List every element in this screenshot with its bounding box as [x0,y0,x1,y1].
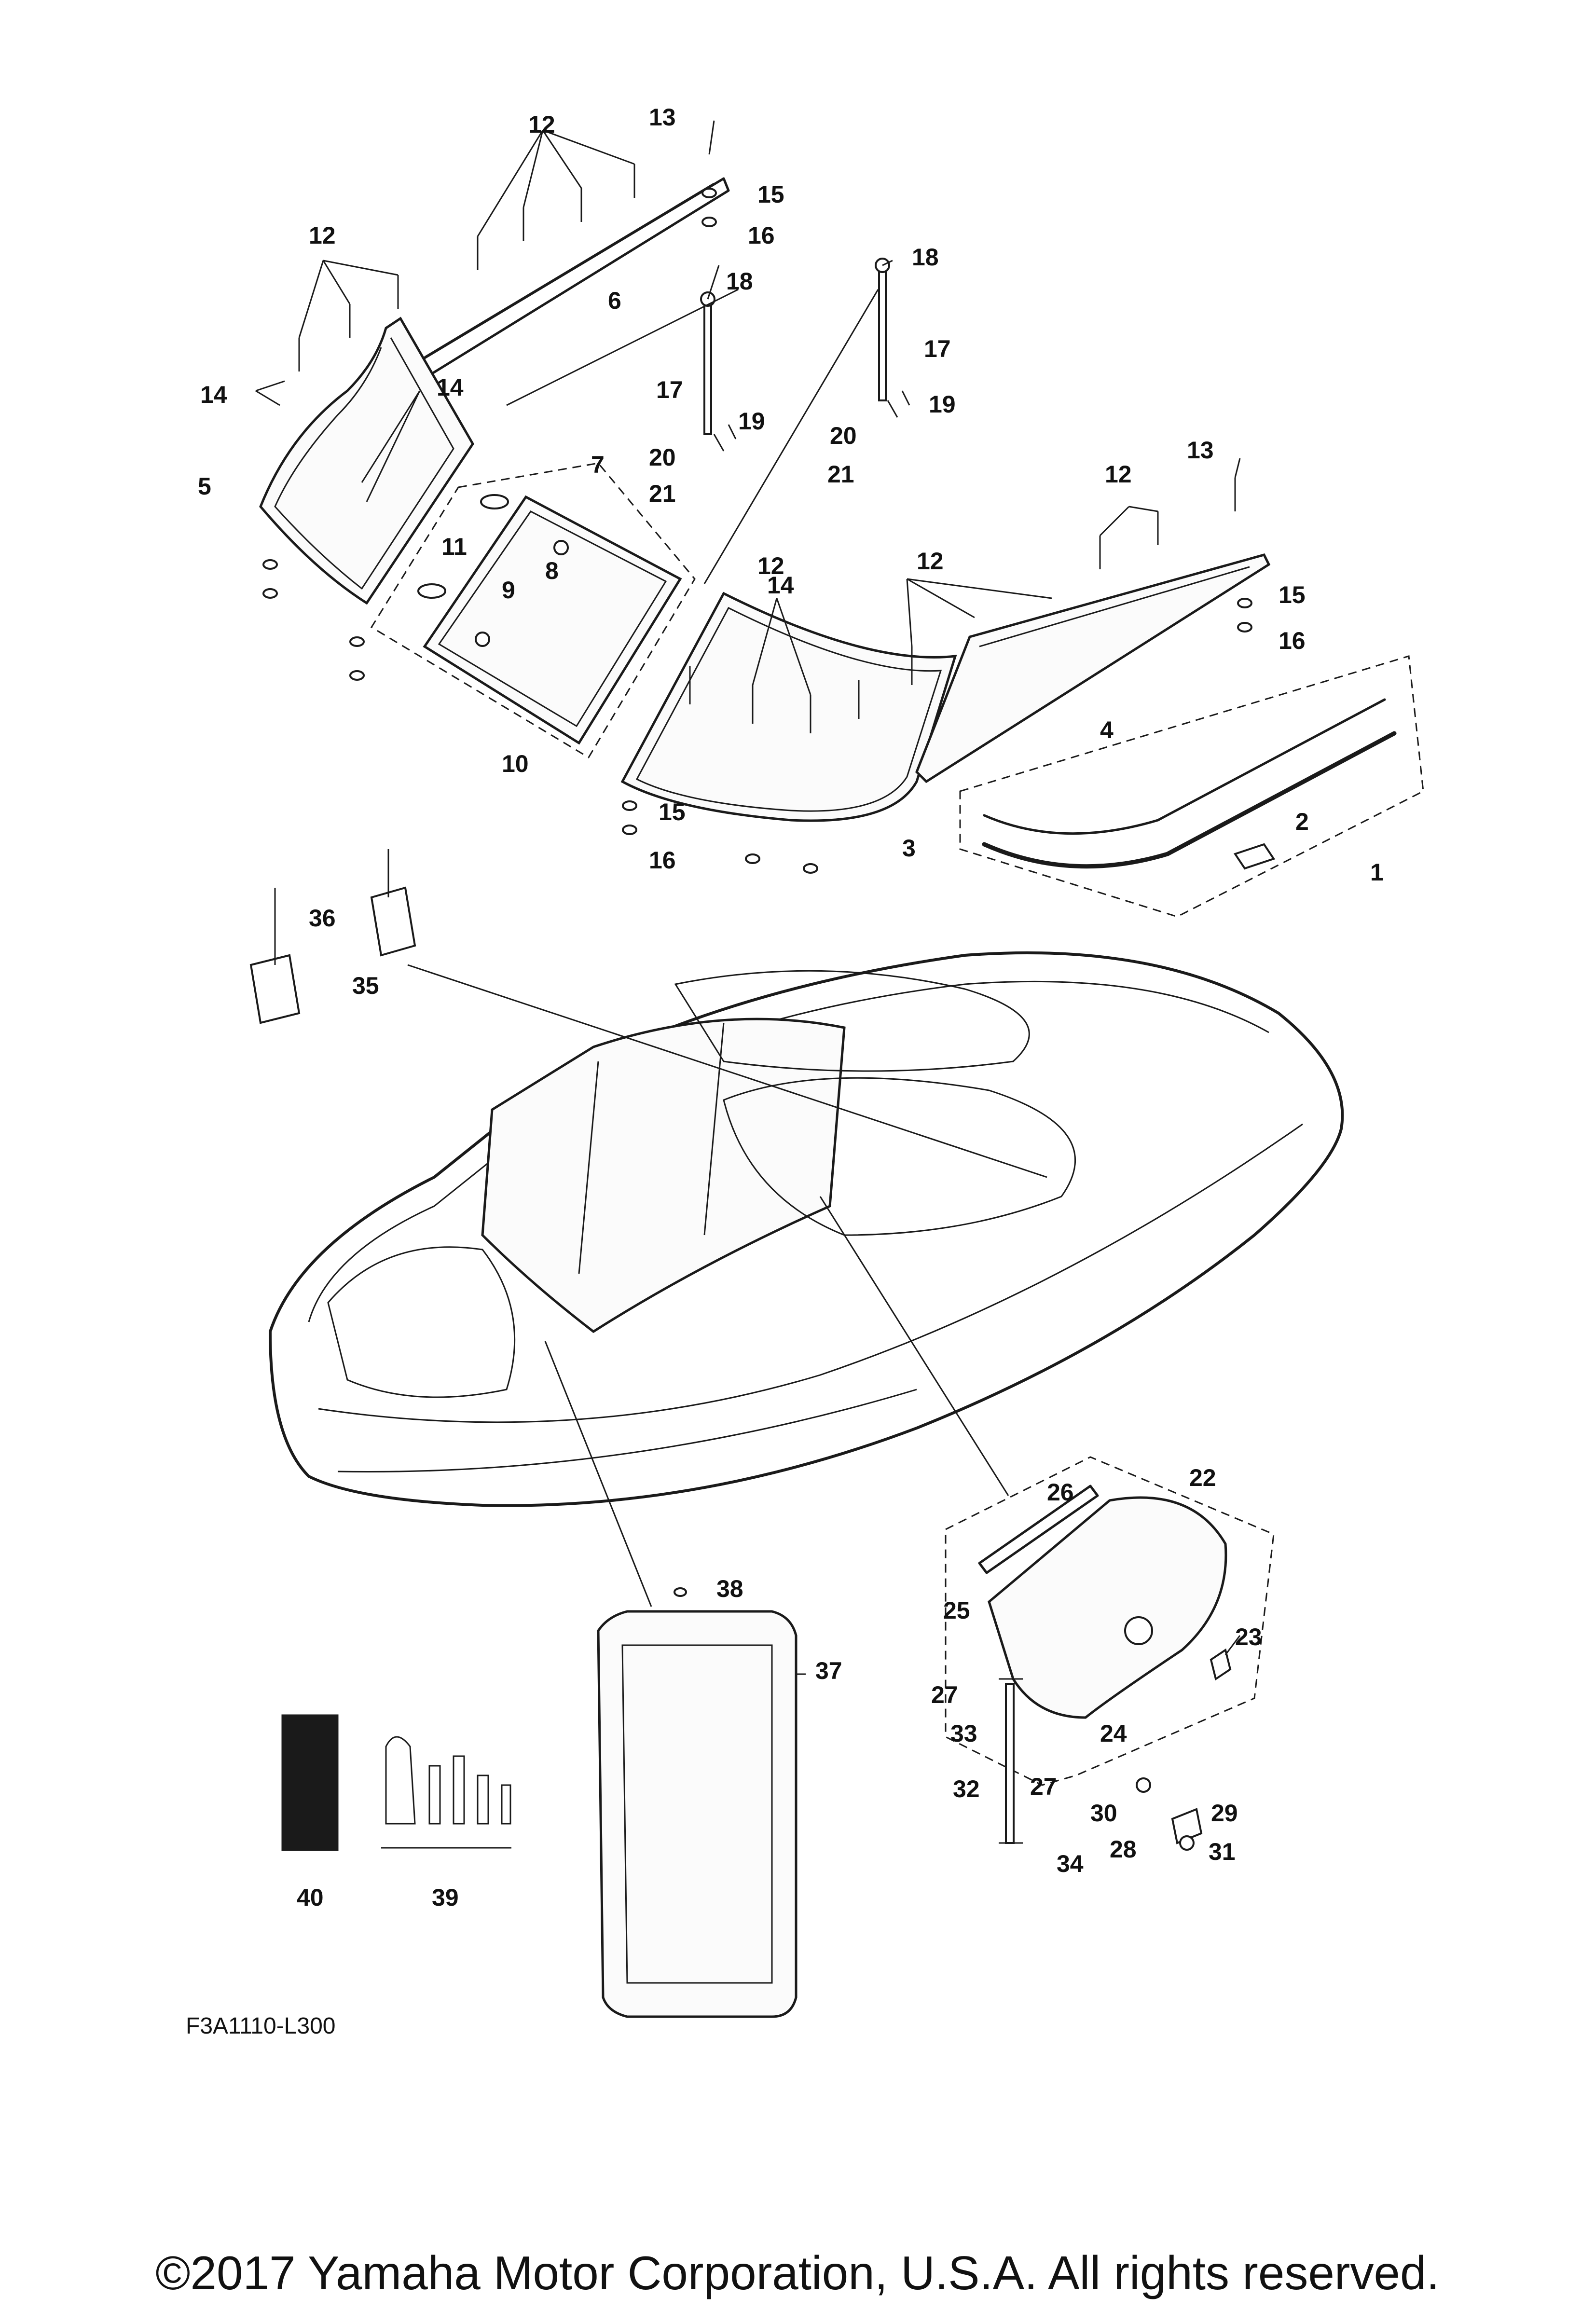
callout-23: 23 [1235,1623,1262,1650]
center-windshield-panel [620,591,957,822]
callout-9: 9 [502,577,515,604]
callout-5: 5 [198,473,211,500]
callout-20: 20 [649,444,676,471]
callout-3: 3 [902,835,916,862]
callout-26: 26 [1047,1479,1074,1506]
callout-28: 28 [1110,1836,1137,1863]
callout-6: 6 [608,287,621,314]
callout-16: 16 [649,847,676,874]
callout-21: 21 [649,480,676,507]
owners-manual-part [281,1714,339,1851]
opening-window-assembly [370,462,696,759]
callout-12: 12 [917,548,944,575]
left-windshield-panel [259,316,474,605]
callout-12: 12 [528,111,555,138]
callout-29: 29 [1211,1800,1238,1827]
callouts: 12 13 15 16 12 6 18 18 17 17 14 14 19 19… [198,104,1384,1911]
callout-39: 39 [432,1884,459,1911]
callout-7: 7 [591,451,605,478]
callout-15: 15 [659,798,686,825]
support-strut-right [875,258,910,418]
tool-kit [381,1736,511,1849]
callout-14: 14 [200,381,227,408]
callout-8: 8 [545,557,559,584]
callout-19: 19 [738,408,765,435]
right-windshield-panel [915,553,1271,784]
fastener-set [262,164,1252,874]
callout-34: 34 [1057,1850,1084,1877]
callout-15: 15 [757,181,784,208]
callout-25: 25 [943,1597,970,1624]
callout-24: 24 [1100,1720,1127,1747]
callout-38: 38 [716,1575,743,1602]
callout-21: 21 [827,461,854,488]
callout-31: 31 [1209,1838,1236,1865]
callout-19: 19 [929,391,956,418]
callout-12: 12 [309,222,336,249]
callout-15: 15 [1279,581,1306,608]
callout-14: 14 [437,374,464,401]
diagram-code: F3A1110-L300 [186,2013,335,2039]
callout-37: 37 [815,1657,842,1684]
callout-40: 40 [297,1884,324,1911]
callout-27: 27 [931,1681,958,1708]
callout-18: 18 [912,244,939,271]
callout-2: 2 [1295,808,1309,835]
callout-17: 17 [924,335,951,362]
callout-20: 20 [830,422,857,449]
callout-1: 1 [1370,859,1384,886]
callout-33: 33 [950,1720,977,1747]
seat-cushion [597,1587,798,2018]
callout-16: 16 [748,222,775,249]
callout-32: 32 [953,1775,980,1802]
callout-12: 12 [1105,461,1132,488]
support-strut-left [700,291,737,452]
trim-strip-assembly [959,655,1424,918]
windshield-top-rail [409,177,730,383]
callout-4: 4 [1100,716,1114,743]
callout-16: 16 [1279,627,1306,654]
leader-lines [255,120,1241,1675]
hatch-lid-assembly [945,1456,1275,1851]
callout-14: 14 [767,572,794,599]
callout-13: 13 [1187,437,1214,464]
callout-27: 27 [1030,1773,1057,1800]
callout-35: 35 [352,972,379,999]
callout-18: 18 [726,268,753,295]
callout-11: 11 [441,533,467,560]
callout-12: 12 [757,552,784,579]
callout-13: 13 [649,104,676,131]
bumper-parts [249,849,416,1024]
callout-22: 22 [1189,1464,1216,1491]
callout-17: 17 [656,376,683,403]
callout-36: 36 [309,905,336,932]
callout-30: 30 [1090,1800,1117,1827]
callout-10: 10 [502,750,529,777]
copyright-notice: ©2017 Yamaha Motor Corporation, U.S.A. A… [155,2246,1439,2299]
boat-hull [269,951,1344,1507]
